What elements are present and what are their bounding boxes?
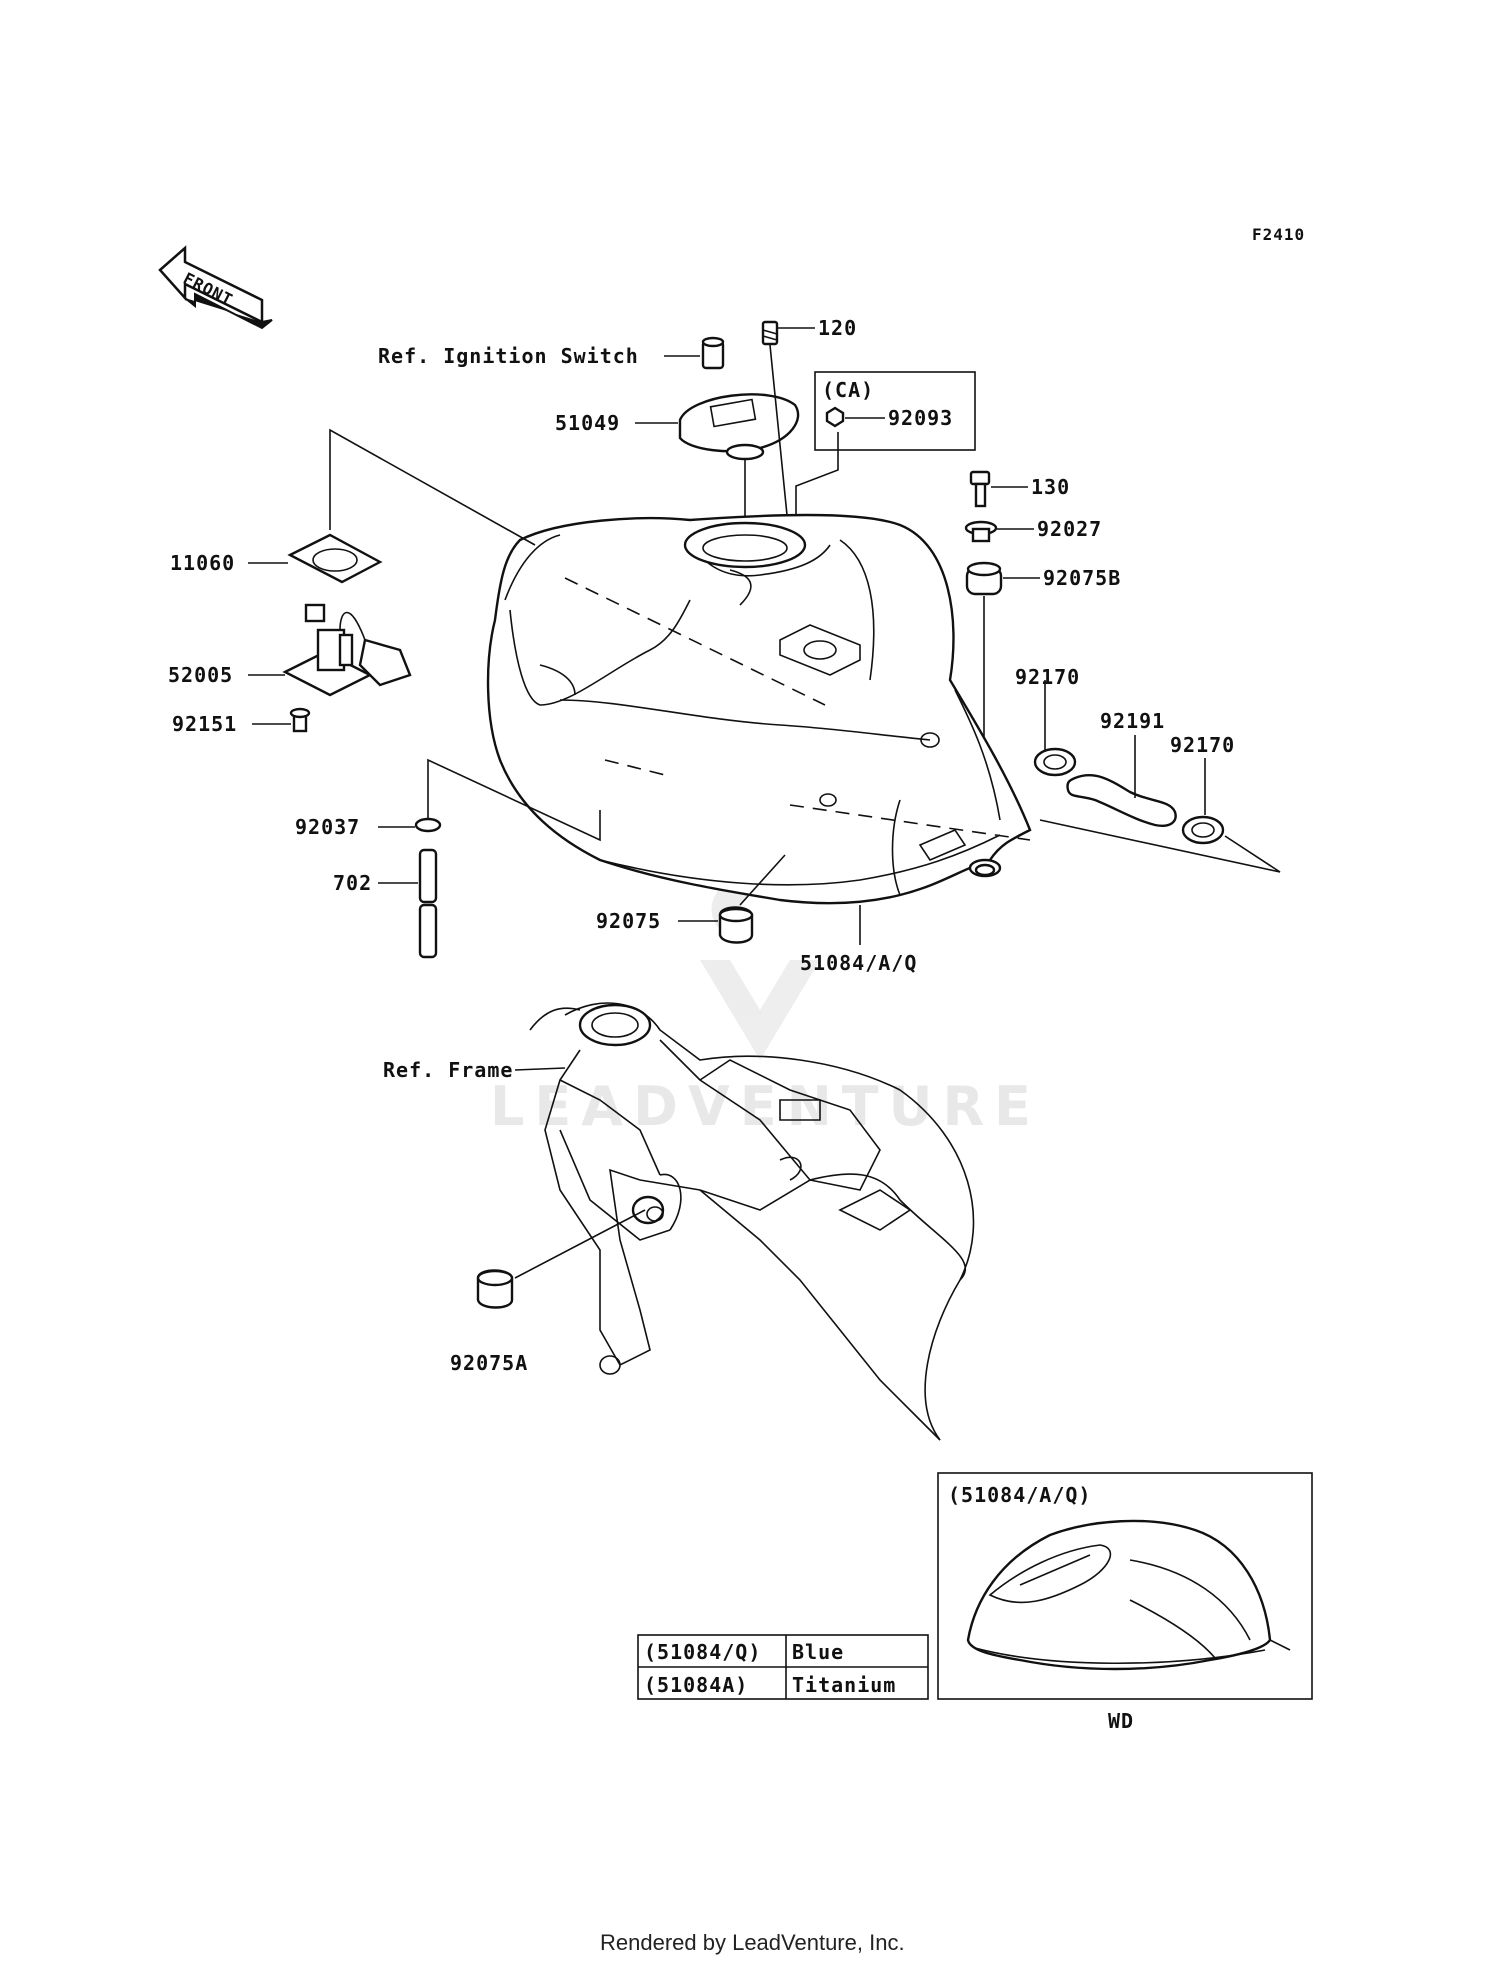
clip-guide-line [427, 758, 601, 842]
watermark-text: LEADVENTURE [490, 1075, 1041, 1138]
ref-frame: Ref. Frame [383, 1058, 513, 1082]
screw-92151 [289, 707, 311, 733]
inset-title: (51084/A/Q) [948, 1483, 1091, 1507]
callout-92151: 92151 [172, 712, 237, 736]
damper-92075B [965, 561, 1003, 596]
callout-92170-a: 92170 [1015, 665, 1080, 689]
callout-92093: 92093 [888, 406, 953, 430]
callout-92075A: 92075A [450, 1351, 528, 1375]
inset-caption: WD [1108, 1709, 1134, 1733]
fuel-tank-51084 [486, 513, 1032, 905]
hose-92191 [1066, 773, 1177, 827]
inset-tank-graphic [966, 1519, 1291, 1671]
callout-130: 130 [1031, 475, 1070, 499]
ignition-bushing [701, 336, 725, 370]
ref-ignition-switch: Ref. Ignition Switch [378, 344, 639, 368]
table-row-2-color: Titanium [792, 1673, 896, 1697]
callout-92027: 92027 [1037, 517, 1102, 541]
color-table: (51084/Q) Blue (51084A) Titanium [637, 1634, 929, 1700]
fuel-pump-52005 [282, 603, 412, 697]
hose-guide-line [1039, 819, 1281, 873]
callout-92075B: 92075B [1043, 566, 1121, 590]
inset-box: (51084/A/Q) WD [937, 1472, 1313, 1733]
frame-ref [529, 1002, 975, 1441]
guide-dashed-2 [789, 804, 1031, 841]
callout-702: 702 [333, 871, 372, 895]
nut-92093 [825, 406, 845, 428]
table-row-1-part: (51084/Q) [644, 1640, 761, 1664]
callout-92170-b: 92170 [1170, 733, 1235, 757]
diagram-code: F2410 [1252, 225, 1305, 244]
clip-92037 [414, 817, 442, 833]
callout-51049: 51049 [555, 411, 620, 435]
guide-dashed-3 [604, 759, 666, 776]
tube-702 [418, 848, 438, 959]
clamp-92170-left [1033, 747, 1077, 777]
ca-box-label: (CA) [822, 378, 874, 402]
table-row-1-color: Blue [792, 1640, 844, 1664]
damper-92075A [476, 1269, 514, 1309]
callout-120: 120 [818, 316, 857, 340]
guide-dashed-1 [564, 577, 826, 706]
callout-51084: 51084/A/Q [800, 951, 917, 975]
callout-92075: 92075 [596, 909, 661, 933]
callout-52005: 52005 [168, 663, 233, 687]
callout-11060: 11060 [170, 551, 235, 575]
damper-92075 [718, 906, 754, 944]
table-row-2-part: (51084A) [644, 1673, 748, 1697]
callout-92191: 92191 [1100, 709, 1165, 733]
gasket-11060 [287, 533, 383, 584]
front-arrow-icon: FRONT [158, 245, 273, 330]
tank-cap-plate-51049 [678, 393, 800, 461]
footer-credit: Rendered by LeadVenture, Inc. [600, 1930, 905, 1955]
clamp-92170-right [1181, 815, 1225, 845]
bolt-120 [761, 320, 779, 346]
bolt-130 [969, 470, 991, 508]
callout-92037: 92037 [295, 815, 360, 839]
collar-92027 [964, 520, 998, 543]
ca-box [814, 371, 976, 451]
